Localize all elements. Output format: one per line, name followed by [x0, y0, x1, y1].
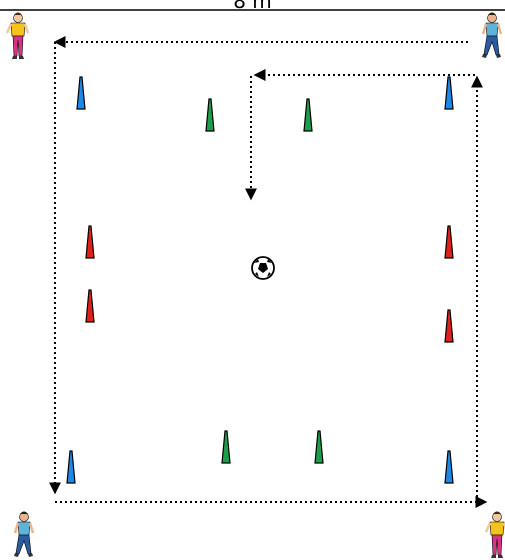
soccer-ball-icon [252, 257, 274, 279]
cone-red [86, 290, 94, 322]
cones [67, 77, 453, 483]
player-top-left [7, 13, 28, 60]
cone-red [86, 226, 94, 258]
cone-green [206, 99, 214, 131]
cone-blue [77, 77, 85, 109]
cone-blue [445, 451, 453, 483]
player-top-right [482, 13, 501, 59]
cone-blue [67, 451, 75, 483]
cone-green [304, 99, 312, 131]
player-bottom-left [14, 512, 33, 558]
cone-green [315, 431, 323, 463]
cone-red [445, 226, 453, 258]
cone-green [222, 431, 230, 463]
cone-blue [445, 77, 453, 109]
cone-red [445, 310, 453, 342]
player-bottom-right [486, 512, 505, 559]
